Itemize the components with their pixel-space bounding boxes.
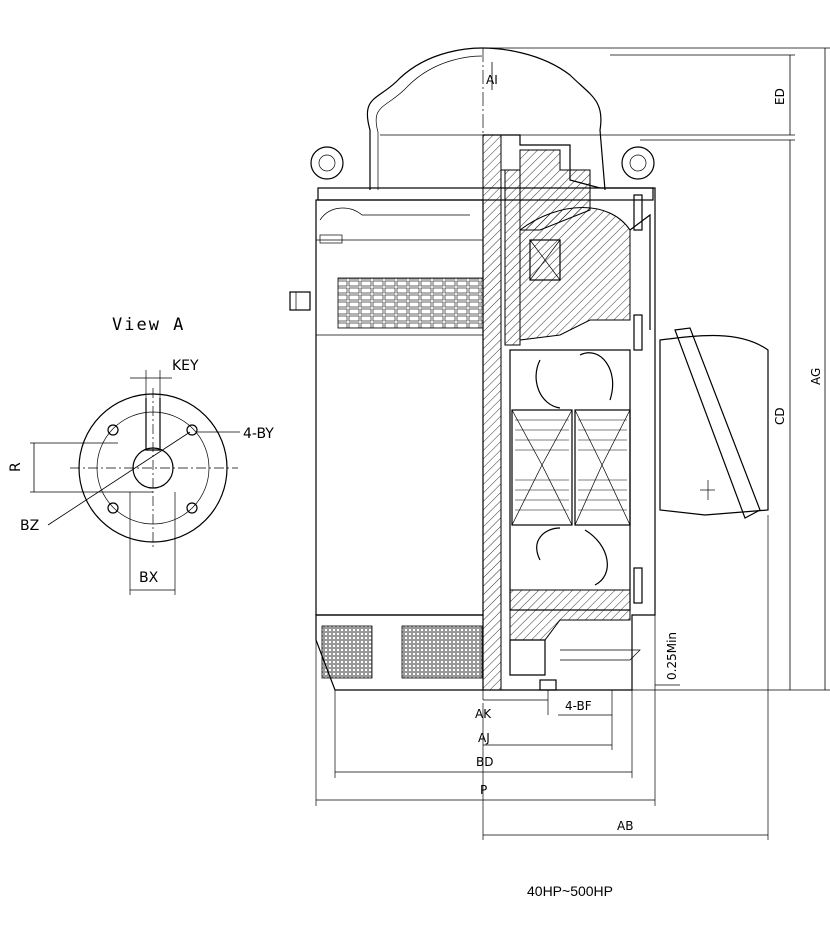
bd-label: BD [476,755,493,769]
terminal-box [659,327,769,519]
key-label: KEY [172,358,199,374]
ed-label: ED [773,88,787,105]
r-label: R [8,462,24,472]
bx-label: BX [139,570,159,586]
motor-section [482,48,656,705]
view-a-title: View A [112,315,185,335]
cd-label: CD [773,407,787,425]
dimension-lines: ED CD AG AI AK 4-BF AJ BD P AB [315,47,830,840]
motor-exterior [289,47,655,691]
ai-label: AI [486,73,498,87]
ag-label: AG [809,368,823,385]
view-a-detail: KEY 4-BY R BZ BX View A [8,315,274,595]
ab-label: AB [617,819,633,833]
aj-label: AJ [478,731,490,745]
holes-label: 4-BY [243,426,274,442]
p-label: P [480,783,487,797]
hp-range-caption: 40HP~500HP [527,883,613,899]
bz-label: BZ [20,518,39,534]
ak-label: AK [475,707,492,721]
min-gap-label: 0.25Min [665,632,679,680]
bf-label: 4-BF [565,699,592,713]
